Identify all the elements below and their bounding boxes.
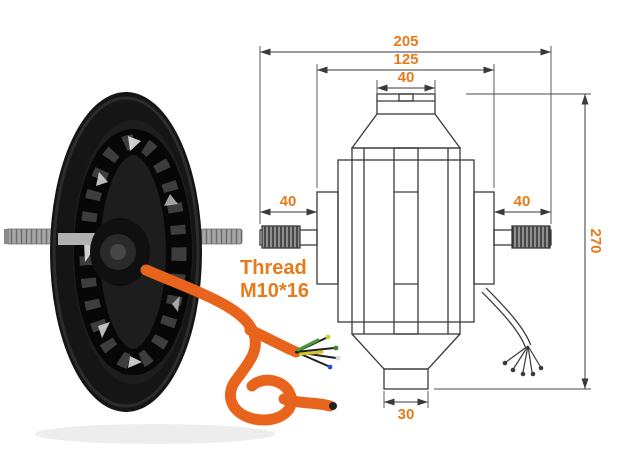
thread-label-line2: M10*16 [240, 280, 309, 302]
dim-label-axle-right: 40 [514, 193, 531, 210]
dimension-axle-right: 40 [494, 193, 551, 216]
dimension-drawing: 205 125 40 40 40 [240, 33, 604, 423]
hub-motor-photo [4, 92, 341, 444]
dimension-rim-bottom-width: 30 [383, 391, 429, 423]
dim-label-axle-left: 40 [280, 193, 297, 210]
dim-label-overall-width: 205 [393, 33, 418, 50]
dimension-axle-left: 40 [260, 193, 317, 216]
thread-label-line1: Thread [240, 257, 307, 279]
photo-wire-ends [295, 334, 341, 410]
drawing-axle-left [259, 225, 318, 249]
thread-annotation: Thread M10*16 [240, 257, 309, 302]
motor-outline [316, 93, 495, 390]
dim-label-rim-top-width: 40 [398, 69, 415, 86]
photo-cable [140, 264, 336, 426]
dimension-overall-height: 270 [434, 93, 604, 390]
dim-label-rim-bottom-width: 30 [398, 406, 415, 423]
dim-label-overall-height: 270 [587, 228, 604, 253]
dimension-body-width: 125 [316, 51, 495, 188]
wheel-shadow [35, 424, 275, 444]
dimension-rim-top-width: 40 [376, 69, 436, 94]
drawing-axle-right [493, 225, 552, 249]
drawing-cable [481, 287, 544, 377]
dim-label-body-width: 125 [393, 51, 418, 68]
photo-hub-center [58, 218, 150, 286]
dimension-overall-width: 205 [259, 33, 552, 224]
